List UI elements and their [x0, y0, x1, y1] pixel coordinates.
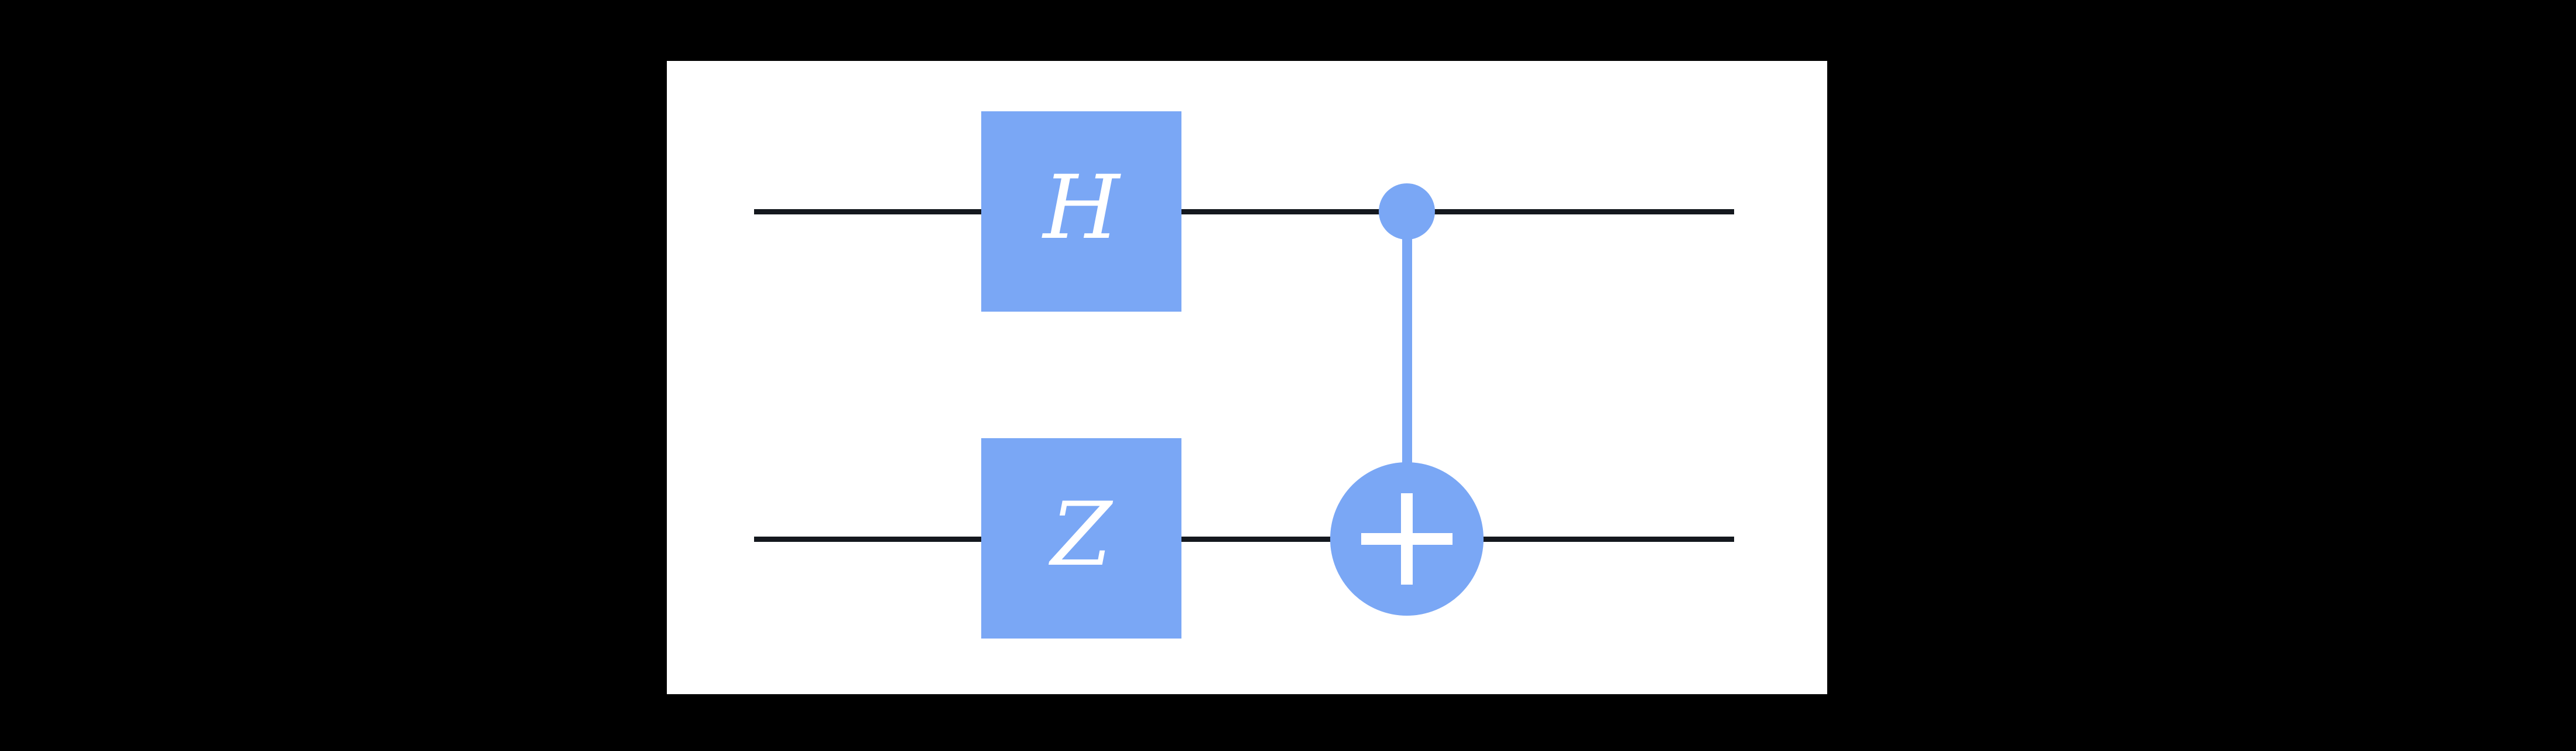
h-gate-box: H: [981, 111, 1181, 312]
qubit-wire-1: [754, 537, 1734, 542]
qubit-wire-0: [754, 209, 1734, 214]
z-gate-label: Z: [1050, 484, 1112, 586]
circuit-panel: H Z: [667, 61, 1827, 694]
cnot-control-dot-icon: [1379, 183, 1435, 240]
h-gate-label: H: [1043, 157, 1120, 259]
z-gate-box: Z: [981, 438, 1181, 639]
cnot-connector-line: [1402, 211, 1412, 539]
cnot-target-icon: [1330, 462, 1484, 616]
plus-icon-vertical-bar: [1401, 493, 1413, 585]
